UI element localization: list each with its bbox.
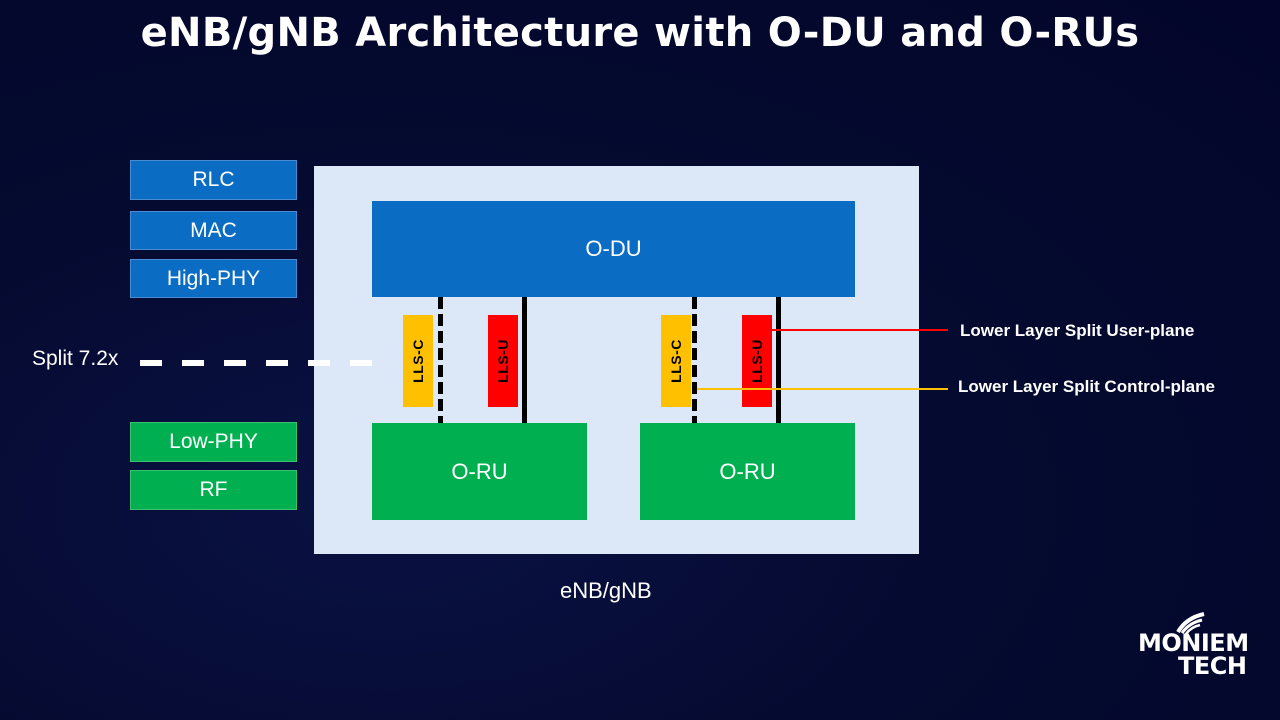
user-plane-pointer-line [770, 329, 948, 331]
split-label: Split 7.2x [32, 347, 119, 370]
o-du-label: O-DU [585, 236, 642, 261]
lls-u-tag-1: LLS-U [488, 315, 518, 407]
control-plane-link-2 [692, 297, 697, 423]
lls-c-label-2: LLS-C [668, 339, 684, 383]
split-line [140, 360, 376, 366]
logo-line-2: TECH [1178, 652, 1247, 680]
o-ru-box-1: O-RU [372, 423, 587, 520]
signal-icon [1176, 612, 1205, 634]
o-ru-label-1: O-RU [451, 458, 508, 484]
o-ru-box-2: O-RU [640, 423, 855, 520]
logo-line-1: MONIEM [1138, 629, 1249, 657]
o-du-box: O-DU [372, 201, 855, 297]
stack-high-phy: High-PHY [130, 259, 297, 298]
lls-c-tag-1: LLS-C [403, 315, 433, 407]
stack-rlc: RLC [130, 160, 297, 200]
stack-rf: RF [130, 470, 297, 510]
lls-u-tag-2: LLS-U [742, 315, 772, 407]
control-plane-link-1 [438, 297, 443, 423]
control-plane-pointer-line [697, 388, 948, 390]
moniem-tech-logo: MONIEM TECH [1138, 612, 1250, 680]
o-ru-label-2: O-RU [719, 458, 776, 484]
slide-title: eNB/gNB Architecture with O-DU and O-RUs [140, 10, 1140, 56]
lls-u-label-1: LLS-U [495, 339, 511, 383]
lls-u-label-2: LLS-U [749, 339, 765, 383]
container-label: eNB/gNB [560, 578, 652, 603]
user-plane-link-1 [522, 297, 527, 423]
lls-c-tag-2: LLS-C [661, 315, 691, 407]
stack-low-phy: Low-PHY [130, 422, 297, 462]
stack-mac: MAC [130, 211, 297, 250]
legend-control-plane: Lower Layer Split Control-plane [958, 377, 1215, 396]
lls-c-label-1: LLS-C [410, 339, 426, 383]
user-plane-link-2 [776, 297, 781, 423]
legend-user-plane: Lower Layer Split User-plane [960, 321, 1195, 340]
